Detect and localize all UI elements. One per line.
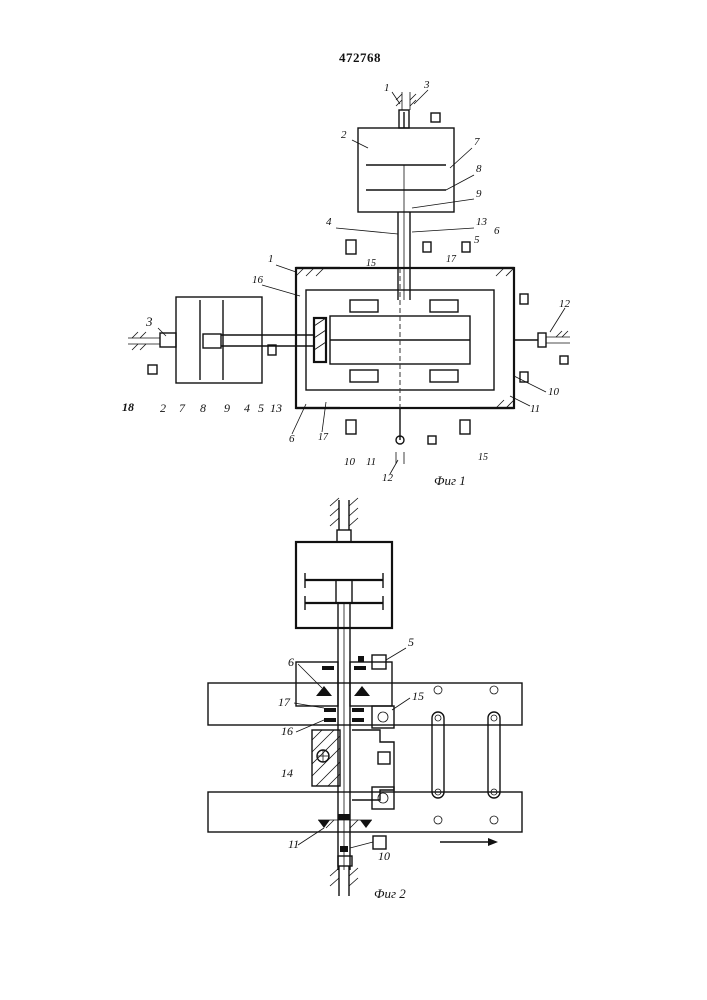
fig2-caption: Фиг 2 <box>374 886 406 901</box>
fig1-label: 17 <box>446 254 457 265</box>
fig1-label: 10 <box>548 386 560 398</box>
fig2-labels: 5 6 17 16 15 14 11 10 Фиг 2 <box>278 635 424 901</box>
fig1-label: 1 <box>268 253 274 265</box>
fig2-top-support <box>330 498 358 542</box>
fig1-label: 2 <box>341 129 347 141</box>
fig1-label: 1 <box>384 82 390 94</box>
fig2-direction-arrow <box>440 838 498 846</box>
fig2-contact <box>358 656 364 662</box>
figure-2: 5 6 17 16 15 14 11 10 Фиг 2 <box>208 498 522 901</box>
fig1-label: 15 <box>366 258 376 269</box>
fig1-caption: Фиг 1 <box>434 473 466 488</box>
fig1-label: 5 <box>474 234 480 246</box>
fig1-label: 5 <box>258 401 264 415</box>
fig1-label: 4 <box>244 401 250 415</box>
fig2-label: 17 <box>278 695 291 709</box>
fig1-label: 9 <box>476 188 482 200</box>
fig1-label: 12 <box>382 472 394 484</box>
fig2-upper-guide <box>208 662 522 725</box>
fig1-label: 10 <box>344 456 356 468</box>
fig2-label: 16 <box>281 724 293 738</box>
fig2-label: 10 <box>378 849 390 863</box>
fig1-label: 13 <box>476 216 488 228</box>
fig2-label: 14 <box>281 766 293 780</box>
fig1-label: 6 <box>289 433 295 445</box>
fig2-label: 11 <box>288 837 299 851</box>
fig1-label: 3 <box>423 79 430 91</box>
fig1-label: 7 <box>474 136 480 148</box>
fig2-label: 5 <box>408 635 414 649</box>
fig1-label: 15 <box>478 452 488 463</box>
fig2-sensor-10 <box>373 836 386 849</box>
fig1-label: 11 <box>366 456 376 468</box>
fig1-label: 13 <box>270 401 282 415</box>
fig2-stop-11 <box>318 814 372 828</box>
fig1-label: 7 <box>179 401 186 415</box>
fig1-label: 18 <box>122 400 134 414</box>
fig2-part-14 <box>312 730 340 786</box>
figure-1: 1 3 2 7 8 9 4 13 5 6 1 16 15 17 12 3 18 … <box>122 79 571 488</box>
fig1-label: 9 <box>224 401 230 415</box>
fig2-label: 6 <box>288 655 294 669</box>
fig1-label: 17 <box>318 432 329 443</box>
fig1-label: 8 <box>200 401 206 415</box>
fig1-label: 16 <box>252 274 264 286</box>
fig2-label: 15 <box>412 689 424 703</box>
fig1-housing <box>296 240 570 464</box>
fig1-label: 6 <box>494 225 500 237</box>
fig1-left-cylinder <box>128 297 314 383</box>
fig1-label: 8 <box>476 163 482 175</box>
fig1-label: 2 <box>160 401 166 415</box>
fig1-label: 11 <box>530 403 540 415</box>
fig1-leader-lines <box>158 90 565 474</box>
fig1-label: 4 <box>326 216 332 228</box>
fig1-label: 3 <box>145 314 153 329</box>
